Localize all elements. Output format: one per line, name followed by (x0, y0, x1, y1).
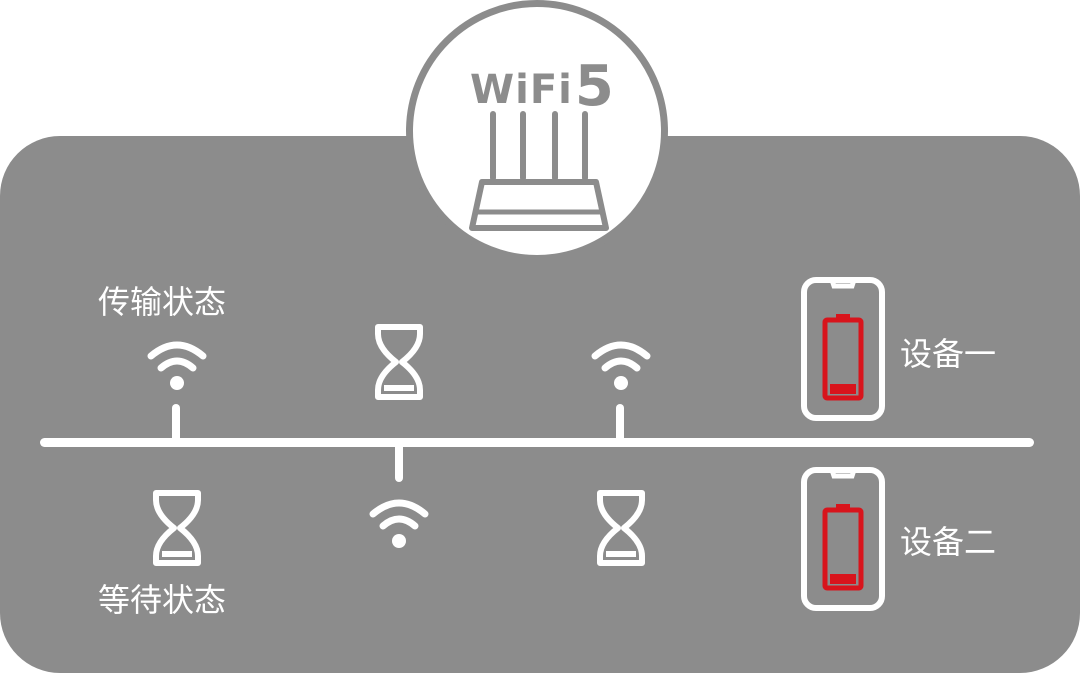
router-badge (406, 0, 668, 262)
hourglass-icon (375, 324, 423, 400)
wait-state-label: 等待状态 (98, 581, 227, 619)
device-two-label: 设备二 (900, 523, 997, 561)
transmit-state-label: 传输状态 (98, 283, 227, 321)
phone-icon (801, 467, 885, 611)
wifi-brand-text: WiFi (470, 67, 573, 113)
hourglass-icon (153, 490, 201, 566)
wifi5-logo: WiFi5 (470, 52, 614, 119)
device-one-label: 设备一 (900, 335, 997, 373)
low-battery-icon (822, 504, 864, 591)
low-battery-icon (822, 314, 864, 401)
router-icon (469, 111, 609, 231)
phone-icon (801, 277, 885, 421)
wifi-icon (591, 341, 651, 390)
wifi-icon (147, 341, 207, 390)
hourglass-icon (597, 490, 645, 566)
timeline-axis (40, 438, 1034, 447)
wifi-brand-number: 5 (574, 54, 614, 119)
wifi-icon (369, 499, 429, 548)
